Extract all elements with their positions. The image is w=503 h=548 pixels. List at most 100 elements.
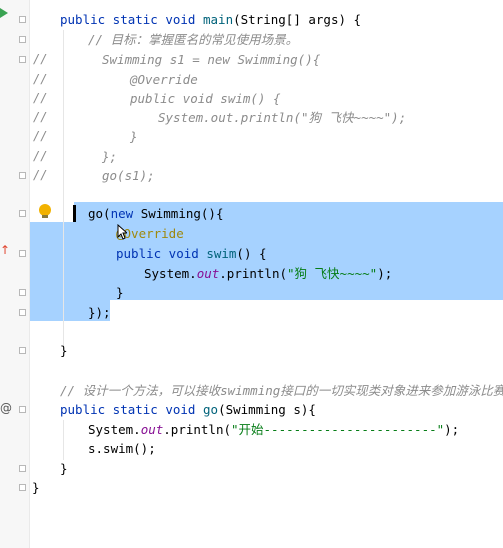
code-token: (Swimming s){ — [218, 402, 316, 417]
fold-marker[interactable] — [19, 36, 26, 43]
code-text: }); — [88, 303, 111, 322]
code-token: } — [60, 343, 68, 358]
text-caret — [73, 205, 76, 222]
code-token: ); — [444, 422, 460, 437]
code-token: go(s1); — [102, 168, 155, 183]
fold-marker[interactable] — [19, 484, 26, 491]
fold-marker[interactable] — [19, 210, 26, 217]
code-line[interactable]: public static void go(Swimming s){ — [30, 400, 503, 419]
code-line[interactable]: s.swim(); — [30, 439, 503, 458]
line-comment-marker: // — [33, 129, 48, 143]
code-line[interactable]: //go(s1); — [30, 166, 503, 185]
code-text: Swimming s1 = new Swimming(){ — [102, 50, 320, 69]
code-line[interactable]: //} — [30, 127, 503, 146]
code-token: .println( — [163, 422, 231, 437]
code-line[interactable]: System.out.println("狗 飞快~~~~"); — [30, 264, 503, 283]
code-token: @Override — [130, 72, 198, 87]
line-comment-marker: // — [33, 110, 48, 124]
code-token: } — [130, 129, 138, 144]
code-line[interactable]: } — [30, 459, 503, 478]
indent-guide — [63, 420, 64, 460]
selection-highlight — [30, 300, 110, 321]
selection-highlight — [74, 202, 503, 222]
code-line[interactable]: go(new Swimming(){ — [30, 204, 503, 223]
code-token: out — [140, 422, 164, 437]
code-token: public static void — [60, 402, 203, 417]
code-text: go(s1); — [102, 166, 155, 185]
code-token: public void swim() { — [130, 91, 281, 106]
code-line[interactable]: //@Override — [30, 70, 503, 89]
code-token: System. — [88, 422, 141, 437]
fold-marker[interactable] — [19, 347, 26, 354]
code-text: // 设计一个方法，可以接收swimming接口的一切实现类对象进来参加游泳比赛… — [60, 381, 503, 400]
line-comment-marker: // — [33, 149, 48, 163]
code-text: } — [60, 341, 68, 360]
code-token: } — [60, 461, 68, 476]
code-text: public static void go(Swimming s){ — [60, 400, 316, 419]
code-line[interactable]: public void swim() { — [30, 244, 503, 263]
code-text: public void swim() { — [130, 89, 281, 108]
fold-marker[interactable] — [19, 309, 26, 316]
code-token: System.out.println("狗 飞快~~~~"); — [158, 110, 407, 125]
code-line[interactable]: // 设计一个方法，可以接收swimming接口的一切实现类对象进来参加游泳比赛… — [30, 381, 503, 400]
code-text: go(new Swimming(){ — [88, 204, 223, 223]
editor-gutter — [0, 0, 30, 548]
code-text: System.out.println("狗 飞快~~~~"); — [158, 108, 406, 127]
implements-arrow-icon[interactable]: ↑ — [0, 243, 11, 257]
lightbulb-icon[interactable] — [39, 204, 51, 218]
fold-marker[interactable] — [19, 465, 26, 472]
code-line[interactable]: @Override — [30, 224, 503, 243]
code-line[interactable]: // 目标：掌握匿名的常见使用场景。 — [30, 30, 503, 49]
code-token: // 设计一个方法，可以接收swimming接口的一切实现类对象进来参加游泳比赛… — [60, 383, 503, 398]
code-token: "狗 飞快~~~~" — [287, 266, 378, 281]
code-line[interactable]: } — [30, 478, 503, 497]
code-token: public static void — [60, 12, 203, 27]
code-line[interactable]: System.out.println("开始------------------… — [30, 420, 503, 439]
fold-marker[interactable] — [19, 56, 26, 63]
code-token: }); — [88, 305, 111, 320]
selection-highlight — [30, 222, 503, 300]
code-line[interactable]: public static void main(String[] args) { — [30, 10, 503, 29]
code-token: Swimming(){ — [140, 206, 224, 221]
fold-marker[interactable] — [19, 406, 26, 413]
code-token: go( — [88, 206, 111, 221]
code-token: }; — [102, 149, 118, 164]
code-text: s.swim(); — [88, 439, 156, 458]
code-line[interactable]: //Swimming s1 = new Swimming(){ — [30, 50, 503, 69]
code-line[interactable]: } — [30, 341, 503, 360]
code-token: ); — [377, 266, 393, 281]
code-token: swim — [206, 246, 237, 261]
code-text: } — [60, 459, 68, 478]
code-line[interactable]: // public void swim() { — [30, 89, 503, 108]
code-token: System. — [144, 266, 197, 281]
code-token: .println( — [219, 266, 287, 281]
code-token: s.swim(); — [88, 441, 156, 456]
code-token: Swimming s1 = new Swimming(){ — [102, 52, 321, 67]
code-text: }; — [102, 147, 117, 166]
code-text: public static void main(String[] args) { — [60, 10, 361, 29]
usage-at-icon[interactable]: @ — [0, 401, 12, 415]
code-line[interactable]: } — [30, 283, 503, 302]
fold-marker[interactable] — [19, 172, 26, 179]
fold-marker[interactable] — [19, 250, 26, 257]
code-token: // 目标：掌握匿名的常见使用场景。 — [88, 32, 299, 47]
code-token: public void — [116, 246, 207, 261]
code-token: main — [203, 12, 234, 27]
code-token: } — [116, 285, 124, 300]
code-line[interactable]: // System.out.println("狗 飞快~~~~"); — [30, 108, 503, 127]
mouse-cursor-icon — [117, 224, 127, 240]
code-text: System.out.println("狗 飞快~~~~"); — [144, 264, 392, 283]
code-token: new — [110, 206, 141, 221]
code-line[interactable]: //}; — [30, 147, 503, 166]
line-comment-marker: // — [33, 91, 48, 105]
fold-marker[interactable] — [19, 289, 26, 296]
code-token: } — [32, 480, 40, 495]
code-line[interactable]: }); — [30, 303, 503, 322]
fold-marker[interactable] — [19, 16, 26, 23]
code-text: System.out.println("开始------------------… — [88, 420, 459, 439]
code-text: // 目标：掌握匿名的常见使用场景。 — [88, 30, 298, 49]
code-text: @Override — [116, 224, 184, 243]
code-text: public void swim() { — [116, 244, 267, 263]
code-text: } — [130, 127, 138, 146]
run-icon[interactable] — [0, 8, 8, 18]
